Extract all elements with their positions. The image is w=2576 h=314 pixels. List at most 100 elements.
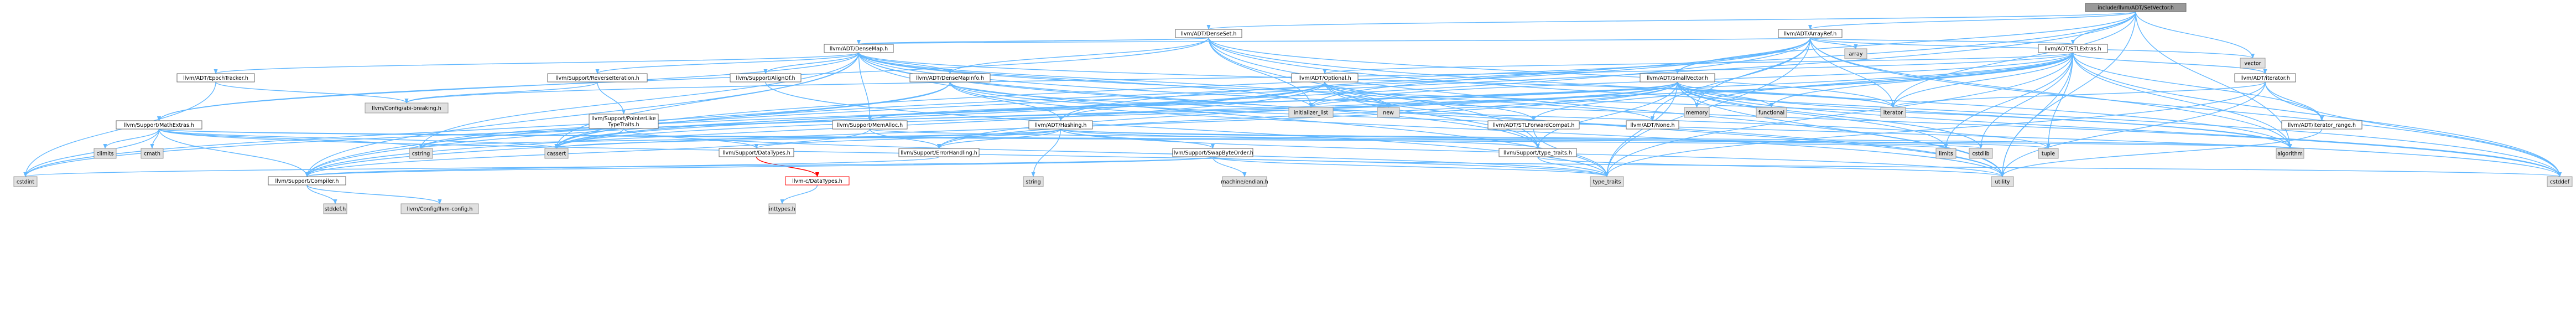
node-label-errhandling: llvm/Support/ErrorHandling.h bbox=[901, 150, 977, 156]
node-memalloc[interactable]: llvm/Support/MemAlloc.h bbox=[832, 120, 908, 130]
edge-reverseiter-to-abibreaking bbox=[404, 81, 598, 104]
node-label-inttypes: inttypes.h bbox=[769, 207, 795, 213]
edge-smallvector-to-algorithm bbox=[1677, 81, 2292, 149]
node-box-llvmconfig bbox=[400, 203, 479, 214]
edge-typetraitsllvm-to-utility bbox=[1537, 156, 2005, 177]
node-label-cstring: cstring bbox=[412, 151, 430, 157]
node-label-new: new bbox=[1383, 110, 1394, 116]
node-label-algorithm: algorithm bbox=[2277, 151, 2303, 157]
edge-optional-to-stlfwd bbox=[1324, 81, 1536, 121]
edge-densemapinfo-to-cstdint bbox=[23, 81, 951, 177]
edge-smallvector-to-limits bbox=[1677, 81, 1948, 149]
node-hashing[interactable]: llvm/ADT/Hashing.h bbox=[1028, 120, 1093, 130]
node-typetraitsllvm[interactable]: llvm/Support/type_traits.h bbox=[1498, 148, 1577, 157]
node-box-optional bbox=[1291, 73, 1359, 83]
node-arrayref[interactable]: llvm/ADT/ArrayRef.h bbox=[1778, 29, 1843, 38]
node-array: array bbox=[1844, 48, 1867, 59]
node-box-iterrange bbox=[2281, 120, 2362, 130]
node-stlextras[interactable]: llvm/ADT/STLExtras.h bbox=[2038, 44, 2108, 53]
node-box-root bbox=[2085, 3, 2187, 12]
node-errhandling[interactable]: llvm/Support/ErrorHandling.h bbox=[898, 148, 980, 157]
edge-denseset-to-densemapinfo bbox=[948, 37, 1209, 74]
node-alignof[interactable]: llvm/Support/AlignOf.h bbox=[730, 73, 802, 83]
node-cstdlib: cstdlib bbox=[1969, 148, 1993, 159]
node-iterator[interactable]: llvm/ADT/iterator.h bbox=[2234, 73, 2296, 83]
node-compiler[interactable]: llvm/Support/Compiler.h bbox=[268, 176, 346, 186]
edge-densemap-to-iteratorstd bbox=[858, 52, 1895, 108]
node-climits: climits bbox=[93, 148, 117, 159]
edge-pointerlike-to-typetraits bbox=[623, 128, 1609, 177]
node-root[interactable]: include/llvm/ADT/SetVector.h bbox=[2085, 3, 2187, 12]
node-optional[interactable]: llvm/ADT/Optional.h bbox=[1291, 73, 1359, 83]
node-label-root: include/llvm/ADT/SetVector.h bbox=[2098, 5, 2174, 11]
node-none[interactable]: llvm/ADT/None.h bbox=[1626, 120, 1679, 130]
node-swapbyte[interactable]: llvm/Support/SwapByteOrder.h bbox=[1172, 148, 1253, 157]
edge-smallvector-to-typetraitsllvm bbox=[1536, 81, 1678, 149]
node-stlfwd[interactable]: llvm/ADT/STLForwardCompat.h bbox=[1487, 120, 1580, 130]
edge-stlextras-to-memory bbox=[1695, 52, 2074, 108]
node-box-compiler bbox=[268, 176, 346, 186]
node-box-typetraits bbox=[1590, 176, 1624, 187]
node-box-mathextras bbox=[116, 120, 202, 130]
node-smallvector[interactable]: llvm/ADT/SmallVector.h bbox=[1640, 73, 1715, 83]
node-cstdint: cstdint bbox=[13, 176, 38, 187]
edge-mathextras-to-cstdint bbox=[23, 128, 160, 177]
node-box-limits bbox=[1935, 148, 1956, 159]
node-box-climits bbox=[93, 148, 117, 159]
node-densemapinfo[interactable]: llvm/ADT/DenseMapInfo.h bbox=[909, 73, 991, 83]
edge-optional-to-new bbox=[1324, 81, 1391, 108]
node-box-cdatatypes bbox=[785, 176, 850, 186]
edge-mathextras-to-compiler bbox=[158, 128, 309, 177]
edge-root-to-arrayref bbox=[1808, 11, 2136, 30]
edge-stlextras-to-iterator bbox=[2072, 52, 2267, 74]
node-cdatatypes[interactable]: llvm-c/DataTypes.h bbox=[785, 176, 850, 186]
node-box-cassert bbox=[544, 148, 569, 159]
node-label-array: array bbox=[1849, 52, 1863, 58]
node-label-cassert: cassert bbox=[547, 151, 566, 157]
node-iteratorstd: iterator bbox=[1880, 107, 1906, 118]
edge-denseset-to-algorithm bbox=[1208, 37, 2292, 149]
node-label-none: llvm/ADT/None.h bbox=[1631, 122, 1675, 128]
edge-hashing-to-cstring bbox=[419, 128, 1061, 149]
edge-stlextras-to-limits bbox=[1944, 52, 2074, 149]
edge-hashing-to-datatypes bbox=[754, 128, 1061, 149]
edge-hashing-to-tuple bbox=[1060, 128, 2050, 149]
node-denseset[interactable]: llvm/ADT/DenseSet.h bbox=[1175, 29, 1242, 38]
node-densemap[interactable]: llvm/ADT/DenseMap.h bbox=[824, 44, 894, 53]
node-label-cstdlib: cstdlib bbox=[1972, 151, 1989, 157]
node-functional: functional bbox=[1756, 107, 1787, 118]
node-label-limits: limits bbox=[1939, 151, 1953, 157]
node-label-swapbyte: llvm/Support/SwapByteOrder.h bbox=[1172, 150, 1253, 156]
node-box-cstring bbox=[409, 148, 433, 159]
node-label-pointerlike: TypeTraits.h bbox=[607, 122, 639, 128]
node-box-cstdint bbox=[13, 176, 38, 187]
edge-smallvector-to-memalloc bbox=[868, 81, 1678, 121]
node-label-smallvector: llvm/ADT/SmallVector.h bbox=[1647, 75, 1708, 81]
node-box-array bbox=[1844, 48, 1867, 59]
edge-stlextras-to-functional bbox=[1770, 52, 2074, 108]
node-label-densemap: llvm/ADT/DenseMap.h bbox=[830, 46, 888, 52]
edge-swapbyte-to-machineendian bbox=[1212, 156, 1247, 177]
node-cstddef: cstddef bbox=[2547, 176, 2573, 187]
edge-cdatatypes-to-inttypes bbox=[780, 184, 818, 204]
node-mathextras[interactable]: llvm/Support/MathExtras.h bbox=[116, 120, 202, 130]
node-iterrange[interactable]: llvm/ADT/iterator_range.h bbox=[2281, 120, 2362, 130]
node-label-string: string bbox=[1026, 179, 1040, 186]
node-label-stlfwd: llvm/ADT/STLForwardCompat.h bbox=[1493, 122, 1575, 128]
node-box-utility bbox=[1991, 176, 2014, 187]
edge-iterator-to-typetraits bbox=[1605, 81, 2266, 177]
node-datatypes[interactable]: llvm/Support/DataTypes.h bbox=[719, 148, 794, 157]
node-epoch[interactable]: llvm/ADT/EpochTracker.h bbox=[176, 73, 255, 83]
node-box-swapbyte bbox=[1172, 148, 1253, 157]
node-box-machineendian bbox=[1222, 176, 1267, 187]
node-reverseiter[interactable]: llvm/Support/ReverseIteration.h bbox=[547, 73, 648, 83]
node-box-vector bbox=[2240, 58, 2266, 69]
node-label-densemapinfo: llvm/ADT/DenseMapInfo.h bbox=[916, 75, 984, 81]
node-box-cmath bbox=[140, 148, 164, 159]
edge-alignof-to-typetraits bbox=[765, 81, 1609, 177]
edge-smallvector-to-cstdlib bbox=[1677, 81, 1983, 149]
node-box-denseset bbox=[1175, 29, 1242, 38]
edge-root-to-denseset bbox=[1207, 11, 2136, 30]
node-limits: limits bbox=[1935, 148, 1956, 159]
